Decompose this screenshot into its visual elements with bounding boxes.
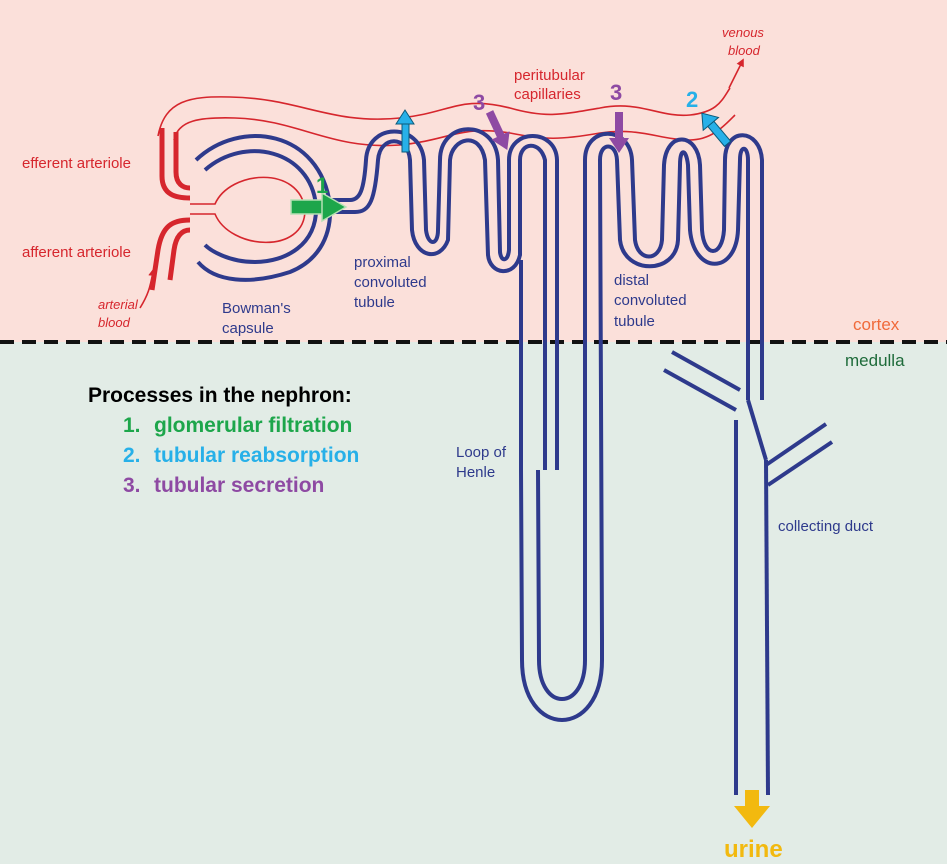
collecting-duct-label: collecting duct [778,518,874,535]
urine-label: urine [724,836,783,863]
secretion-number-1: 3 [473,90,485,115]
bowmans-capsule-label-1: Bowman's [222,300,291,317]
medulla-label: medulla [845,351,905,370]
venous-blood-label-2: blood [728,43,761,58]
cortex-region [0,0,947,342]
distal-tubule-label-1: distal [614,272,649,289]
process-2-text: tubular reabsorption [154,444,359,467]
processes-title: Processes in the nephron: [88,384,352,407]
arterial-blood-label-1: arterial [98,297,139,312]
afferent-arteriole-label: afferent arteriole [22,244,131,261]
afferent-arteriole-vessel [149,217,191,291]
cortex-label: cortex [853,315,900,334]
secretion-arrow-2 [609,112,629,153]
processes-legend: Processes in the nephron: 1. glomerular … [88,384,359,497]
arterial-blood-arrow [139,268,157,309]
loop-of-henle-label-1: Loop of [456,444,507,461]
bowmans-capsule-wall [194,134,333,282]
nephron-tubule [194,127,764,722]
arterioles [149,128,191,291]
reabsorption-arrow-2 [701,112,732,148]
proximal-tubule-path [330,138,547,470]
process-1-number: 1. [123,414,141,437]
distal-tubule-label-3: tubule [614,313,655,330]
collecting-duct [663,350,834,796]
urine-arrow [734,790,770,828]
process-1-text: glomerular filtration [154,414,352,437]
bowmans-capsule-label-2: capsule [222,320,274,337]
proximal-tubule-label-2: convoluted [354,274,427,291]
proximal-tubule-label-1: proximal [354,254,411,271]
reabsorption-arrow-1 [395,109,415,153]
distal-tubule-label-2: convoluted [614,292,687,309]
reabsorption-number: 2 [686,87,698,112]
process-3-number: 3. [123,474,141,497]
filtration-number: 1 [316,173,328,198]
loop-of-henle-label-2: Henle [456,464,495,481]
peritubular-label-1: peritubular [514,67,585,84]
filtration-arrow [290,191,348,223]
secretion-arrow-1 [485,110,510,150]
efferent-arteriole-vessel [159,128,191,201]
proximal-tubule-label-3: tubule [354,294,395,311]
medulla-region [0,342,947,864]
arterial-blood-label-2: blood [98,315,131,330]
peritubular-label-2: capillaries [514,86,581,103]
process-2-number: 2. [123,444,141,467]
efferent-arteriole-label: efferent arteriole [22,155,131,172]
venous-blood-label-1: venous [722,25,764,40]
process-3-text: tubular secretion [154,474,324,497]
secretion-number-2: 3 [610,80,622,105]
